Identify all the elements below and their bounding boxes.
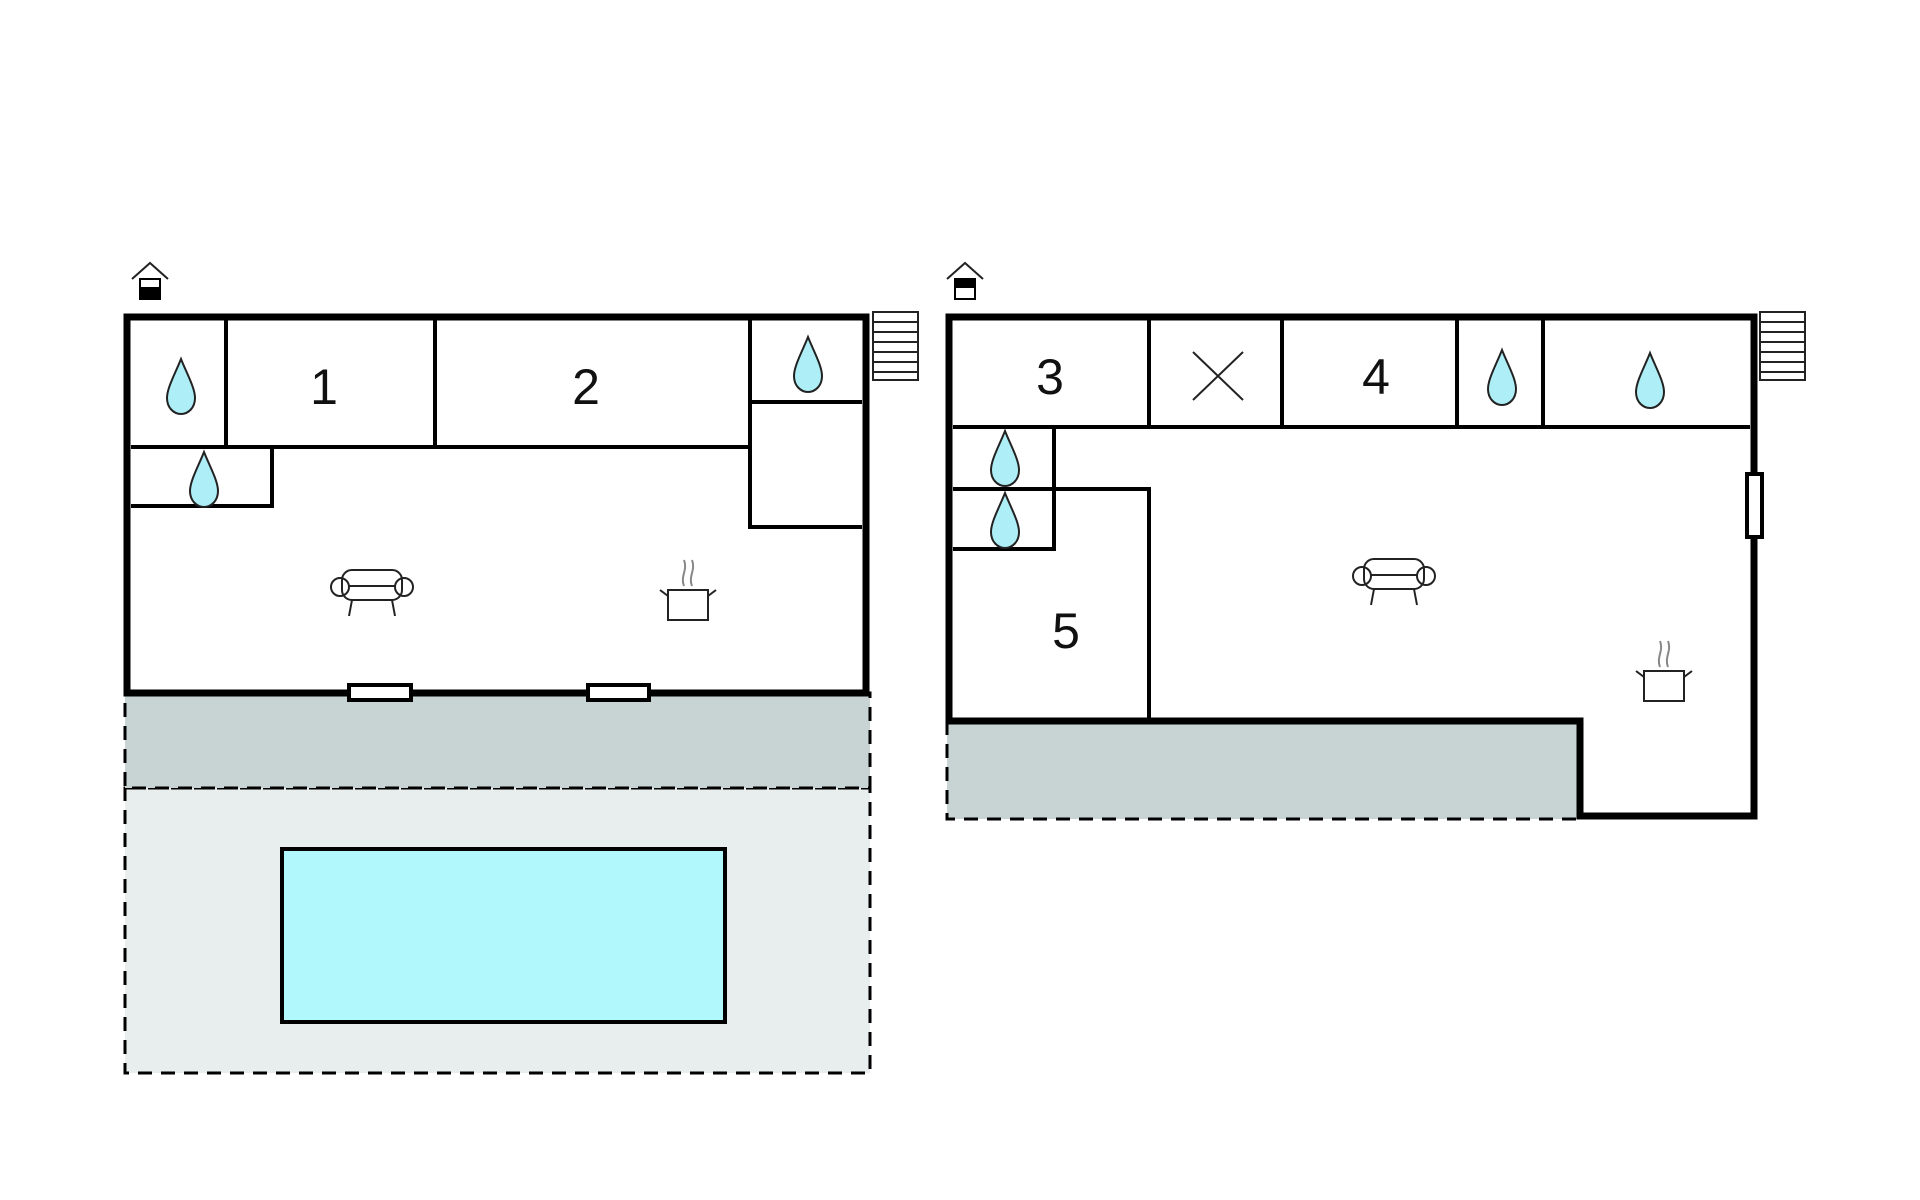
swimming-pool <box>280 847 727 1024</box>
stairs-icon <box>1759 311 1806 381</box>
bathroom-icon <box>1487 349 1517 406</box>
bedroom-label: 2 <box>572 359 600 415</box>
window <box>347 683 413 702</box>
bathroom-icon <box>1635 352 1665 409</box>
bathroom-icon <box>189 451 219 508</box>
door-cross-icon <box>1192 351 1244 401</box>
bathroom-icon <box>793 336 823 393</box>
terrace <box>947 721 1580 819</box>
bathroom-icon <box>990 492 1020 549</box>
bathroom-icon <box>166 358 196 415</box>
bathroom-icon <box>990 430 1020 487</box>
kitchen-pot-icon <box>1635 640 1693 702</box>
bedroom-label: 3 <box>1036 349 1064 405</box>
entrance-icon <box>131 262 169 300</box>
bedroom-label: 1 <box>310 359 338 415</box>
window <box>586 683 651 702</box>
house-outline <box>945 313 1758 820</box>
window <box>1745 472 1764 539</box>
stairs-icon <box>872 311 919 381</box>
bedroom-label: 5 <box>1052 603 1080 659</box>
living-room-sofa-icon <box>330 569 414 617</box>
living-room-sofa-icon <box>1352 558 1436 606</box>
floor-plan-upper: 3 4 5 <box>945 262 1806 821</box>
kitchen-pot-icon <box>659 559 717 621</box>
house-outline <box>123 313 870 697</box>
entrance-icon <box>946 262 984 300</box>
terrace <box>123 691 872 790</box>
bedroom-label: 4 <box>1362 349 1390 405</box>
floor-plan-ground: 1 2 <box>123 262 919 1075</box>
